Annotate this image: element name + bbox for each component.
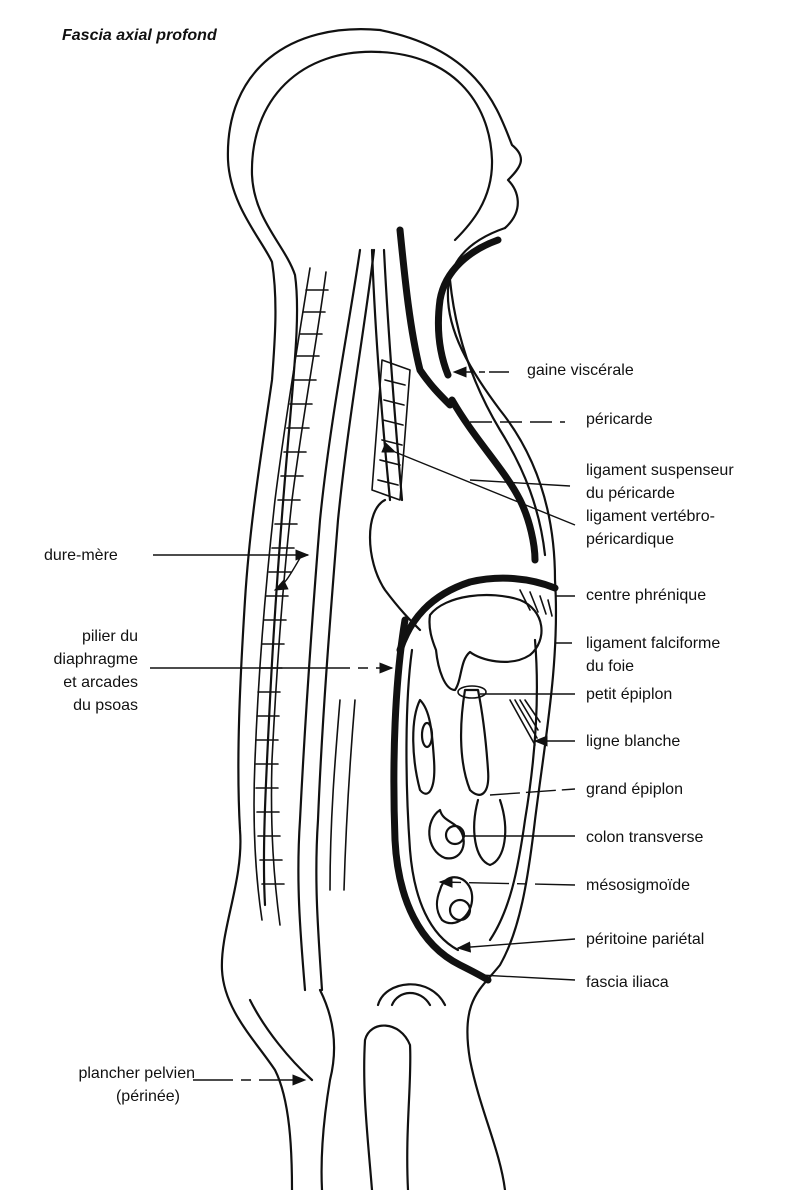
anterior-abdominal-wall — [488, 638, 539, 942]
pericardium-outline — [448, 278, 547, 557]
pericardium — [448, 396, 539, 564]
label-pilier-3: et arcades — [63, 674, 138, 691]
label-petit-epiplon: petit épiplon — [586, 686, 672, 703]
diaphragm-hatch — [519, 589, 553, 617]
label-dure-mere: dure-mère — [44, 547, 118, 564]
label-colon-transverse: colon transverse — [586, 829, 703, 846]
label-fascia-iliaca: fascia iliaca — [586, 974, 669, 991]
label-pilier-1: pilier du — [82, 628, 138, 645]
dura-inner-contour — [378, 50, 494, 242]
label-pericarde: péricarde — [586, 411, 653, 428]
label-grand-epiplon: grand épiplon — [586, 781, 683, 798]
figure-title: Fascia axial profond — [62, 27, 218, 44]
pelvic-floor — [248, 998, 314, 1082]
lesser-omentum — [457, 685, 487, 699]
label-pilier-4: du psoas — [73, 697, 138, 714]
body-front-outline — [446, 226, 558, 1192]
label-ligament-vertebro-1: ligament vertébro- — [586, 508, 715, 525]
intestinal-loops — [412, 698, 507, 925]
psoas-lines — [329, 699, 356, 891]
pharynx-wall — [434, 236, 502, 379]
diaphragm — [396, 574, 559, 654]
label-ligament-falciforme-2: du foie — [586, 658, 634, 675]
label-mesosigmoide: mésosigmoïde — [586, 877, 690, 894]
femur — [363, 1024, 412, 1192]
spinal-canal-back — [315, 248, 376, 992]
label-pointers — [150, 366, 576, 1086]
label-plancher-2: (périnée) — [116, 1088, 180, 1105]
vertebro-pericardial-ligament — [371, 359, 411, 501]
visceral-sheath — [396, 226, 454, 409]
linea-alba-hatch — [509, 699, 541, 746]
label-gaine-viscerale: gaine viscérale — [527, 362, 634, 379]
body-outline — [220, 28, 523, 1192]
great-vessel — [369, 498, 422, 632]
label-ligament-falciforme-1: ligament falciforme — [586, 635, 720, 652]
label-ligament-vertebro-2: péricardique — [586, 531, 674, 548]
vertebral-column — [253, 267, 329, 926]
label-pilier-2: diaphragme — [54, 651, 139, 668]
liver — [428, 593, 543, 692]
stomach — [459, 688, 490, 796]
pelvis-arch — [376, 983, 447, 1007]
parietal-peritoneum — [405, 648, 460, 952]
label-plancher-1: plancher pelvien — [78, 1065, 195, 1082]
trachea — [370, 248, 404, 502]
label-centre-phrenique: centre phrénique — [586, 587, 706, 604]
spinal-canal-front — [297, 248, 362, 992]
label-peritoine-parietal: péritoine pariétal — [586, 931, 704, 948]
posterior-abdominal-wall — [390, 616, 492, 984]
label-ligament-suspenseur-2: du péricarde — [586, 485, 675, 502]
label-ligament-suspenseur-1: ligament suspenseur — [586, 462, 734, 479]
label-ligne-blanche: ligne blanche — [586, 733, 680, 750]
buttock-contour — [318, 988, 336, 1192]
